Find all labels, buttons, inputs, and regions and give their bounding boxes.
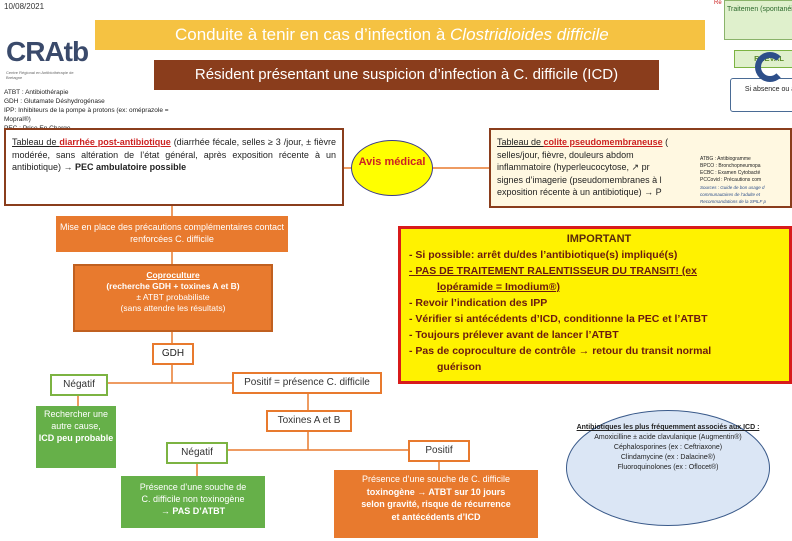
title-prefix: Conduite à tenir en cas d’infection à — [175, 25, 451, 44]
source-line: Sources : Guide de bon usage d — [700, 185, 765, 190]
antibiotics-title: Antibiotiques les plus fréquemment assoc… — [576, 424, 760, 431]
important-item: Si possible: arrêt du/des l’antibiotique… — [409, 247, 789, 263]
colite-line: signes d’imagerie (pseudomembranes à l — [497, 174, 662, 185]
gdh-node: GDH — [152, 343, 194, 365]
rechercher-bold: ICD peu probable — [38, 433, 114, 443]
abbreviations-panel: ATBG : Antibiogramme BPCO : Bronchopneum… — [700, 156, 792, 226]
souche-toxinogene-box: Présence d’une souche de C. difficile to… — [334, 470, 538, 538]
precautions-box: Mise en place des précautions complément… — [56, 216, 288, 252]
important-item: lopéramide = Imodium®) — [437, 281, 560, 293]
avis-medical-ellipse: Avis médical — [351, 140, 433, 196]
title-italic: Clostridioides difficile — [450, 25, 609, 44]
glossary: ATBT : Antibiothérapie GDH : Glutamate D… — [4, 88, 194, 133]
colite-line: inflammatoire (hyperleucocytose, ↗ pr — [497, 162, 650, 172]
abbrev-item: BPCO : Bronchopneumopa — [700, 163, 761, 169]
abbrev-item: ATBG : Antibiogramme — [700, 156, 751, 162]
souche-non-toxinogene-box: Présence d’une souche de C. difficile no… — [121, 476, 265, 528]
rechercher-text: Rechercher une autre cause, — [43, 409, 109, 431]
antibiotics-ellipse: Antibiotiques les plus fréquemment assoc… — [566, 410, 770, 526]
colite-prefix: Tableau de — [497, 137, 544, 147]
c-logo-icon — [755, 52, 785, 82]
important-title: IMPORTANT — [566, 233, 632, 245]
souche-tox-line: Présence d’une souche de C. difficile — [362, 474, 510, 484]
glossary-item: GDH : Glutamate Déshydrogénase — [4, 98, 105, 105]
antibiotic-item: Clindamycine (ex : Dalacine®) — [620, 454, 716, 461]
important-item: Pas de coproculture de contrôle → retour… — [409, 343, 789, 359]
absence-box: Si absence ou a — [730, 78, 792, 112]
copro-line: ± ATBT probabiliste — [136, 292, 210, 302]
antibiotic-item: Amoxicilline ± acide clavulanique (Augme… — [594, 434, 742, 441]
cratb-logo: CRAtb — [6, 36, 89, 67]
copro-title: Coproculture — [146, 270, 200, 280]
copro-line: (sans attendre les résultats) — [120, 303, 226, 313]
diarrhee-box: Tableau de diarrhée post-antibiotique (d… — [4, 128, 344, 206]
antibiotic-item: Céphalosporines (ex : Ceftriaxone) — [613, 444, 723, 451]
glossary-item: ATBT : Antibiothérapie — [4, 89, 69, 96]
antibiotic-item: Fluoroquinolones (ex : Oflocet®) — [617, 464, 719, 471]
logo-subtitle: Centre Régional en Antibiothérapie de Br… — [6, 70, 74, 80]
coproculture-box: Coproculture (recherche GDH + toxines A … — [73, 264, 273, 332]
souche-non-conclusion: → PAS D’ATBT — [160, 506, 226, 516]
copro-sub: (recherche GDH + toxines A et B) — [106, 281, 240, 291]
diarrhee-prefix: Tableau de — [12, 137, 60, 147]
diarrhee-conclusion: PEC ambulatoire possible — [75, 162, 187, 172]
gdh-negatif-node: Négatif — [50, 374, 108, 396]
page-title: Conduite à tenir en cas d’infection à Cl… — [95, 20, 705, 50]
glossary-item: IPP: Inhibiteurs de la pompe à protons (… — [4, 107, 169, 123]
souche-tox-line: et antécédents d’ICD — [391, 511, 481, 522]
page-subtitle: Résident présentant une suspicion d’infe… — [154, 60, 659, 90]
toxines-positif-node: Positif — [408, 440, 470, 462]
source-line: Recommandations de la SPILF p — [700, 199, 766, 204]
diarrhee-highlight: diarrhée post-antibiotique — [59, 137, 171, 147]
diarrhee-body: (diarrhée fécale, selles ≥ 3 /jour, ± fi… — [12, 137, 336, 172]
rechercher-box: Rechercher une autre cause, ICD peu prob… — [36, 406, 116, 468]
important-item: PAS DE TRAITEMENT RALENTISSEUR DU TRANSI… — [409, 263, 789, 279]
important-box: IMPORTANT Si possible: arrêt du/des l’an… — [398, 226, 792, 384]
treatment-box: Traitemen (spontanéi 7- — [724, 0, 792, 40]
abbrev-item: PCCovid : Précautions com — [700, 177, 762, 183]
panel-edge-mark: Re — [714, 0, 722, 6]
souche-non-line: Présence d’une souche de — [139, 482, 247, 492]
abbrev-item: ECBC : Examen Cytobacté — [700, 170, 761, 176]
source-line: communautaires de l’adulte et — [700, 192, 761, 197]
souche-tox-line: toxinogène → ATBT sur 10 jours — [366, 486, 506, 497]
important-item: guérison — [437, 361, 482, 373]
toxines-node: Toxines A et B — [266, 410, 352, 432]
colite-highlight: colite pseudomembraneuse — [543, 137, 663, 147]
colite-line: exposition récente à un antibiotique) → … — [497, 187, 662, 197]
colite-line: selles/jour, fièvre, douleurs abdom — [497, 149, 634, 160]
gdh-positif-node: Positif = présence C. difficile — [232, 372, 382, 394]
souche-non-line: C. difficile non toxinogène — [141, 494, 245, 504]
toxines-negatif-node: Négatif — [166, 442, 228, 464]
colite-box: Tableau de colite pseudomembraneuse ( se… — [489, 128, 792, 208]
important-item: Toujours prélever avant de lancer l’ATBT — [409, 327, 789, 343]
date-label: 10/08/2021 — [4, 2, 45, 11]
important-item: Vérifier si antécédents d’ICD, condition… — [409, 311, 789, 327]
souche-tox-line: selon gravité, risque de récurrence — [361, 499, 511, 509]
important-item: Revoir l’indication des IPP — [409, 295, 789, 311]
